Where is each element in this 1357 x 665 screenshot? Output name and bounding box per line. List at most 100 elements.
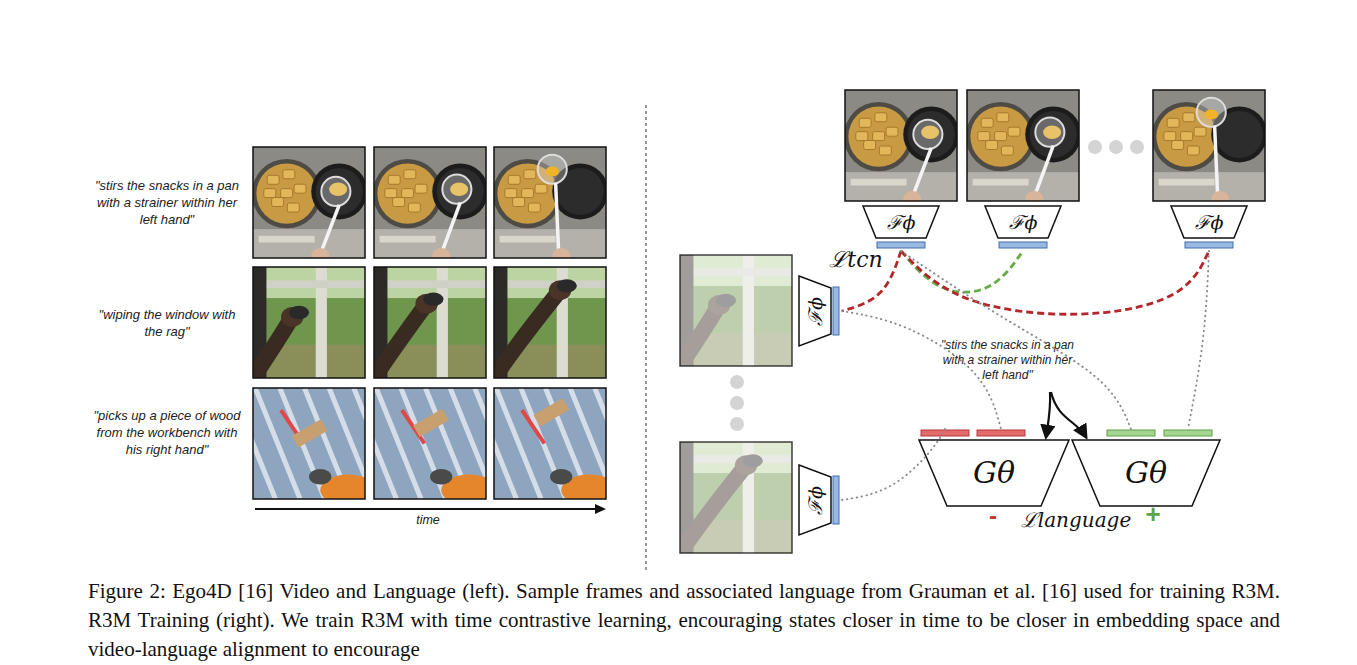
snack <box>415 184 427 193</box>
strainer <box>321 177 350 206</box>
language-head: Gθ <box>918 429 1070 509</box>
snack <box>294 184 306 193</box>
language-head: Gθ <box>1071 429 1221 509</box>
video-frame <box>1153 90 1265 201</box>
rag <box>289 306 309 319</box>
loss-label: ℒtcn <box>828 248 884 272</box>
node-label: Gθ <box>973 458 1015 488</box>
trapezoid-outline <box>799 276 831 346</box>
panel-divider <box>645 105 646 572</box>
video-frame <box>253 388 365 499</box>
figure-caption: Figure 2: Ego4D [16] Video and Language … <box>88 577 1280 664</box>
embedding-bar <box>977 430 1025 436</box>
snack <box>287 203 299 212</box>
frame-border <box>967 90 1079 201</box>
snack <box>408 203 420 212</box>
video-frame <box>494 147 606 258</box>
frame-border <box>374 147 486 258</box>
loss-label: ℒlanguage <box>1020 508 1132 532</box>
snack <box>859 118 871 127</box>
node-label: ℱϕ <box>805 297 824 326</box>
ellipsis-dot <box>1088 140 1102 154</box>
snack <box>1167 118 1179 127</box>
rag <box>743 454 763 467</box>
node-text-holder: Gθ <box>918 440 1070 506</box>
frame-border <box>845 90 957 201</box>
frame-border <box>680 255 792 366</box>
stove-front <box>1153 172 1265 201</box>
hand <box>552 248 570 258</box>
snack <box>264 189 276 198</box>
sign-label: + <box>1141 500 1165 528</box>
frame-border <box>494 147 606 258</box>
frame-border <box>494 267 606 378</box>
snack <box>1008 127 1020 136</box>
hand <box>432 248 450 258</box>
frying-pan <box>1025 106 1079 162</box>
node-text-holder: ℱϕ <box>799 275 831 347</box>
strainer <box>1035 118 1064 147</box>
snack <box>1001 146 1013 155</box>
snack <box>508 175 520 184</box>
stove-front <box>374 229 486 258</box>
fried-food <box>1205 109 1218 119</box>
node-text-holder: ℱϕ <box>984 206 1062 238</box>
frame-border <box>1153 90 1265 201</box>
strainer <box>1197 98 1226 127</box>
embedding-bar <box>877 242 925 248</box>
wood-piece <box>292 419 328 447</box>
frame-border <box>680 442 792 553</box>
embedding-bar <box>921 430 969 436</box>
embedding-bar <box>1164 430 1212 436</box>
trapezoid-outline <box>1072 440 1220 506</box>
snack <box>997 113 1009 122</box>
frame-border <box>253 388 365 499</box>
ellipsis-dot <box>1130 140 1144 154</box>
video-frame <box>494 267 606 378</box>
greenery <box>680 442 792 553</box>
wood-piece <box>413 409 449 437</box>
snack <box>873 132 885 141</box>
arm <box>494 290 560 378</box>
stove-front <box>253 229 365 258</box>
snack <box>986 141 998 150</box>
strainer <box>913 120 942 149</box>
snack <box>535 184 547 193</box>
sky <box>253 267 365 298</box>
snack <box>1194 127 1206 136</box>
stove-knob-strip <box>500 236 556 243</box>
alignment-link <box>1188 251 1209 429</box>
contrastive-link <box>901 251 1023 292</box>
frame-border <box>494 388 606 499</box>
contrastive-link <box>901 251 1209 314</box>
hand <box>903 191 921 201</box>
snacks <box>848 106 908 166</box>
time-arrow-head <box>595 504 606 514</box>
language-arrow <box>1046 392 1050 437</box>
embedding-bar <box>1107 430 1155 436</box>
stove-knob-strip <box>851 179 907 186</box>
video-frame <box>680 255 792 366</box>
rag <box>423 293 443 306</box>
hand <box>1211 191 1229 201</box>
snack <box>981 118 993 127</box>
sign-label: - <box>982 503 1004 529</box>
node-label: ℱϕ <box>887 213 916 232</box>
snack <box>1187 146 1199 155</box>
snack <box>1164 132 1176 141</box>
annotation-text: "picks up a piece of wood from the workb… <box>92 407 242 458</box>
glove <box>309 469 331 485</box>
snack <box>267 175 279 184</box>
pan-rim <box>253 159 321 228</box>
alignment-link <box>901 251 1131 429</box>
snack <box>856 132 868 141</box>
fried-food <box>546 166 559 176</box>
snack <box>886 127 898 136</box>
trapezoid-outline <box>985 206 1061 238</box>
snack <box>283 170 295 179</box>
encoder-block: ℱϕ <box>798 464 842 536</box>
snack <box>864 141 876 150</box>
hand <box>311 248 329 258</box>
